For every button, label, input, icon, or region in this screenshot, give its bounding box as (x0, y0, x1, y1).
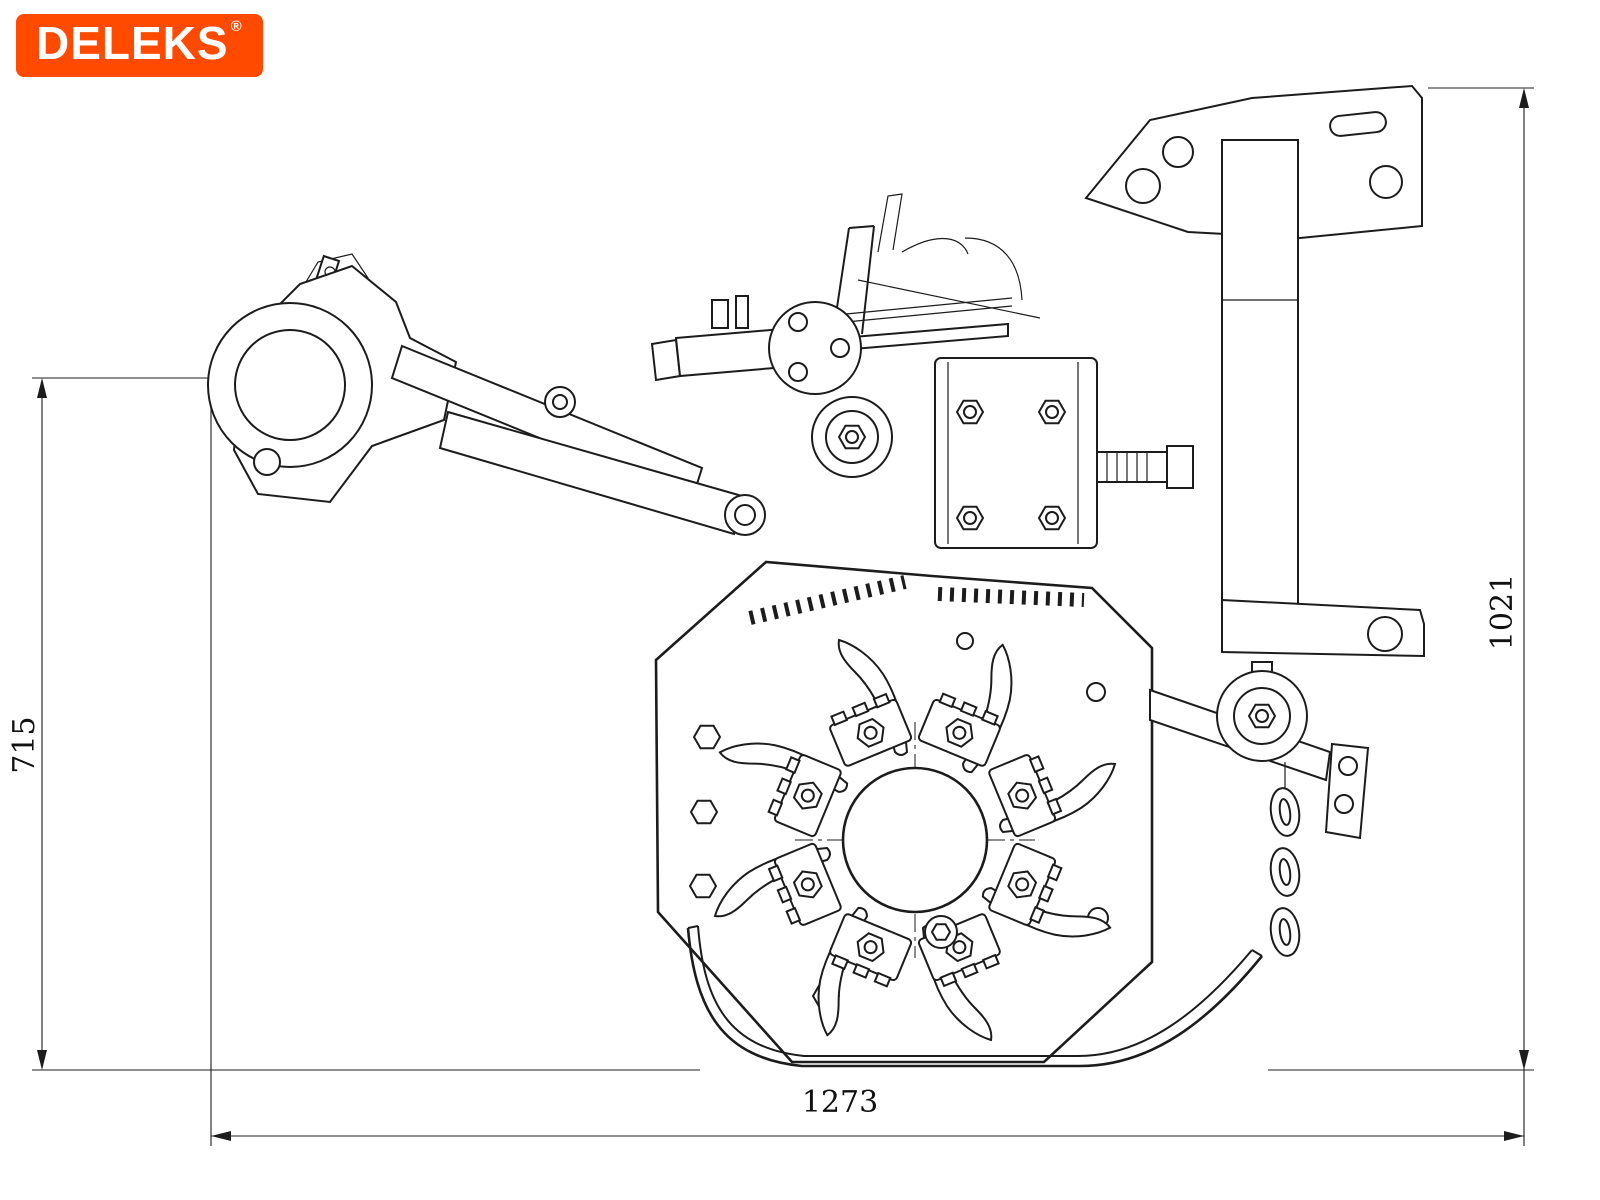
lower-right-bracket (1221, 598, 1425, 673)
skid-runner (686, 925, 1264, 1068)
chain-link-plate (1269, 742, 1370, 957)
right-bearing (1216, 670, 1308, 762)
rotor-center-hole (841, 766, 989, 914)
mast (1221, 139, 1299, 611)
dimension-right-1021: 1021 (1268, 87, 1534, 1146)
roller-assembly (207, 253, 458, 504)
dimension-bottom-label: 1273 (802, 1085, 878, 1120)
deleks-logo: DELEKS® (16, 14, 263, 77)
gearbox (934, 357, 1194, 549)
dimension-bottom-1273: 1273 (210, 398, 1524, 1146)
link-arms (390, 344, 766, 536)
dimension-left-label: 715 (7, 716, 42, 773)
pivot-plate (768, 301, 862, 395)
rotor-tines (714, 639, 1116, 1041)
dimension-right-label: 1021 (1485, 574, 1520, 650)
registered-trademark-symbol: ® (230, 18, 243, 35)
front-bearing (811, 396, 893, 478)
top-frame (832, 193, 1041, 335)
dimension-left-715: 715 (7, 377, 700, 1071)
deleks-logo-text: DELEKS (36, 17, 229, 69)
